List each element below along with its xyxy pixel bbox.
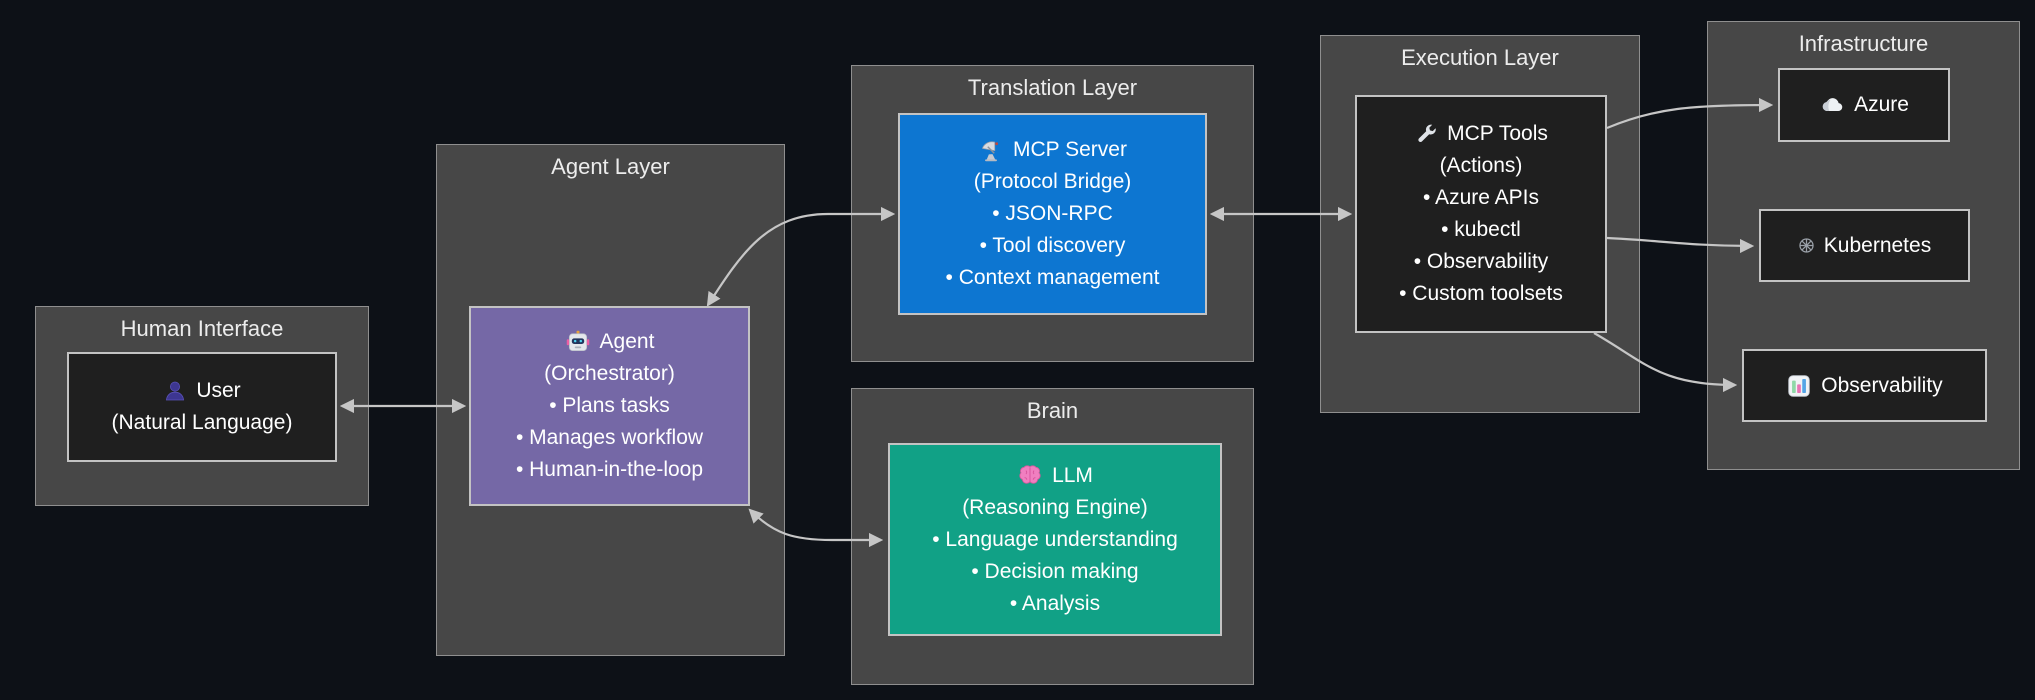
layer-title-infrastructure: Infrastructure: [1798, 31, 1929, 56]
layer-title-translation: Translation Layer: [967, 75, 1138, 100]
layer-title-human-interface: Human Interface: [120, 316, 284, 341]
cloud-icon: [1819, 92, 1845, 118]
mcp-server-node: MCP Server (Protocol Bridge) • JSON-RPC …: [898, 113, 1207, 315]
llm-node: LLM (Reasoning Engine) • Language unders…: [888, 443, 1222, 636]
user-node-line: (Natural Language): [111, 411, 293, 434]
mcp-server-node-line: • Context management: [945, 266, 1160, 289]
mcp-tools-node-line: • kubectl: [1441, 218, 1521, 241]
observability-node-title: Observability: [1821, 373, 1943, 397]
mcp-server-node-line: • Tool discovery: [979, 234, 1126, 257]
agent-node-line: • Human-in-the-loop: [515, 458, 704, 481]
azure-node: Azure: [1778, 68, 1950, 142]
agent-node-line: • Plans tasks: [549, 394, 670, 417]
mcp-server-node-line: • JSON-RPC: [992, 202, 1113, 225]
layer-title-execution: Execution Layer: [1401, 45, 1559, 70]
llm-node-line: • Decision making: [971, 559, 1139, 583]
agent-node-title: Agent: [599, 330, 655, 353]
agent-node-line: • Manages workflow: [515, 426, 704, 449]
mcp-server-node-title: MCP Server: [1013, 138, 1127, 161]
wheel-icon: [1798, 237, 1815, 254]
kubernetes-node: Kubernetes: [1759, 209, 1970, 282]
mcp-tools-node-line: (Actions): [1439, 154, 1523, 177]
llm-node-line: • Language understanding: [932, 527, 1178, 551]
llm-node-line: • Analysis: [1009, 591, 1101, 615]
user-node: User (Natural Language): [67, 352, 337, 462]
agent-node: Agent (Orchestrator) • Plans tasks • Man…: [469, 306, 750, 506]
layer-title-agent: Agent Layer: [551, 154, 670, 179]
llm-node-title: LLM: [1052, 463, 1093, 487]
layer-title-brain: Brain: [1026, 398, 1079, 423]
mcp-server-node-line: (Protocol Bridge): [973, 170, 1132, 193]
azure-node-title: Azure: [1854, 93, 1909, 116]
kubernetes-node-title: Kubernetes: [1823, 233, 1932, 257]
mcp-tools-node-line: • Custom toolsets: [1399, 282, 1563, 305]
mcp-tools-node-line: • Azure APIs: [1423, 186, 1539, 209]
mcp-tools-node: MCP Tools (Actions) • Azure APIs • kubec…: [1355, 95, 1607, 333]
robot-icon: [565, 329, 591, 355]
wrench-icon: [1414, 122, 1438, 146]
llm-node-line: (Reasoning Engine): [962, 495, 1148, 519]
observability-node: Observability: [1742, 349, 1987, 422]
user-node-title: User: [196, 379, 241, 402]
chart-icon: [1786, 373, 1812, 399]
user-icon: [163, 379, 187, 403]
satellite-icon: [978, 137, 1004, 163]
agent-node-line: (Orchestrator): [544, 362, 675, 385]
mcp-tools-node-title: MCP Tools: [1447, 122, 1548, 145]
mcp-tools-node-line: • Observability: [1413, 250, 1549, 273]
brain-icon: [1017, 463, 1043, 489]
